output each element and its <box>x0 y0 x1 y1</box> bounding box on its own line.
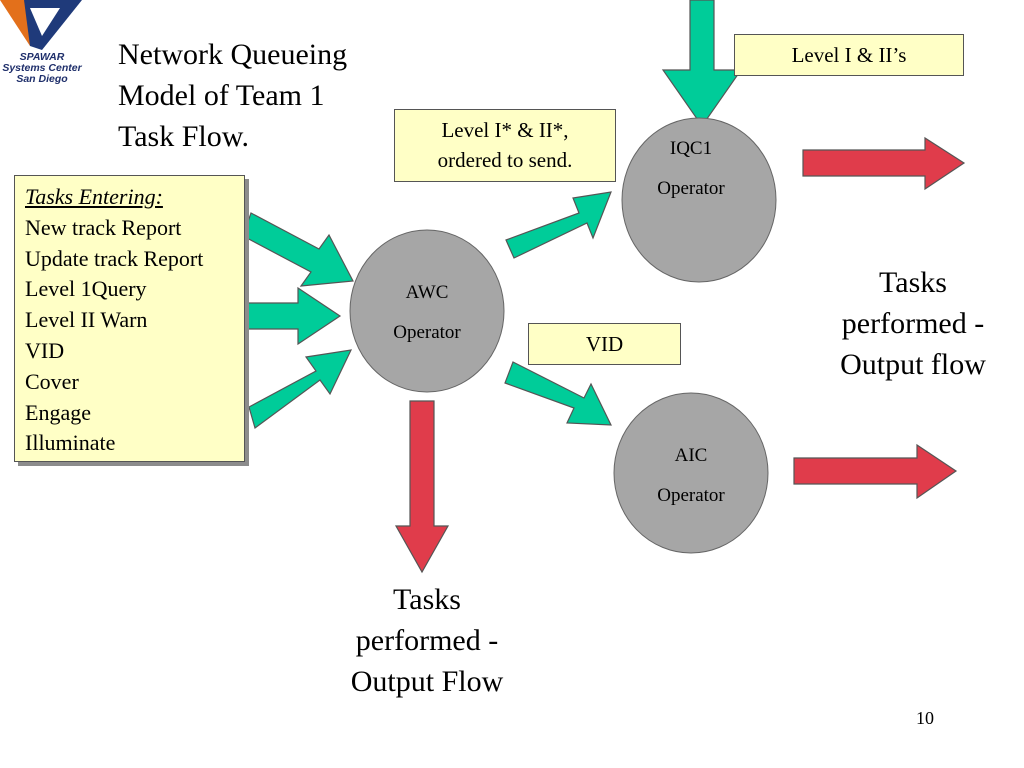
iqc1-line-2: Operator <box>657 178 725 199</box>
ordered-to-send-label: Level I* & II*, ordered to send. <box>394 109 616 182</box>
level-i-ii-label: Level I & II’s <box>734 34 964 76</box>
title-line-3: Task Flow. <box>118 120 249 153</box>
aic-line-1: AIC <box>674 445 708 466</box>
tasks-entering-heading: Tasks Entering: <box>25 184 163 209</box>
out-bottom-line-2: performed - <box>355 624 499 657</box>
page-number: 10 <box>916 708 934 728</box>
awc-line-1: AWC <box>405 282 449 303</box>
spawar-logo-icon <box>0 0 82 50</box>
logo-line-3: San Diego <box>16 73 68 85</box>
aic-node-label: AIC Operator <box>631 436 751 516</box>
input-arrow-upper <box>242 212 354 287</box>
out-right-line-2: performed - <box>841 307 985 340</box>
aic-line-2: Operator <box>657 485 725 506</box>
output-flow-right-label: Tasks performed - Output flow <box>818 262 1008 385</box>
input-arrow-middle <box>230 286 342 346</box>
iqc1-node-label: IQC1 Operator <box>631 129 751 209</box>
task-item: Cover <box>25 368 79 394</box>
ordered-line-2: ordered to send. <box>437 148 573 172</box>
aic-output-arrow <box>793 443 958 500</box>
awc-to-aic-arrow <box>504 361 612 426</box>
iqc1-input-down-arrow <box>661 0 743 128</box>
out-right-line-3: Output flow <box>840 348 986 381</box>
slide-title: Network Queueing Model of Team 1 Task Fl… <box>118 34 408 157</box>
title-line-1: Network Queueing <box>118 38 348 71</box>
awc-line-2: Operator <box>393 322 461 343</box>
logo-line-2: Systems Center <box>2 62 82 74</box>
title-line-2: Model of Team 1 <box>118 79 325 112</box>
task-item: Update track Report <box>25 245 204 271</box>
out-bottom-line-1: Tasks <box>393 583 461 616</box>
iqc1-operator-node <box>621 117 777 283</box>
output-flow-bottom-label: Tasks performed - Output Flow <box>322 579 532 702</box>
task-item: Engage <box>25 399 91 425</box>
awc-to-iqc1-arrow <box>505 191 612 259</box>
task-item: Level II Warn <box>25 307 148 333</box>
task-item: Illuminate <box>25 430 116 456</box>
logo-text: SPAWAR Systems Center San Diego <box>0 52 84 85</box>
awc-output-down-arrow <box>394 400 450 574</box>
vid-label: VID <box>528 323 681 365</box>
awc-operator-node <box>349 229 505 393</box>
iqc1-output-arrow <box>802 136 966 191</box>
awc-node-label: AWC Operator <box>367 273 487 353</box>
logo-line-1: SPAWAR <box>19 51 65 63</box>
task-item: Level 1Query <box>25 276 147 302</box>
input-arrow-lower <box>248 349 353 429</box>
task-item: New track Report <box>25 214 182 240</box>
aic-operator-node <box>613 392 769 554</box>
out-right-line-1: Tasks <box>879 266 947 299</box>
iqc1-line-1: IQC1 <box>669 138 713 159</box>
out-bottom-line-3: Output Flow <box>350 665 504 698</box>
task-item: VID <box>25 337 65 363</box>
ordered-line-1: Level I* & II*, <box>441 118 569 142</box>
tasks-entering-box: Tasks Entering: New track Report Update … <box>14 175 245 462</box>
